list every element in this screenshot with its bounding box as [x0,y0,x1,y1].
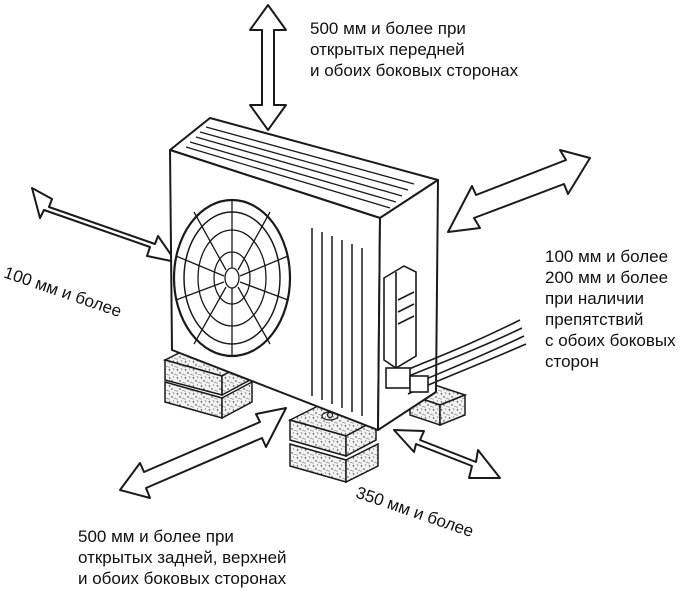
refrigerant-pipes [385,319,527,395]
bolt-icon [326,411,334,419]
label-line: 500 мм и более при [310,19,466,38]
label-line: 100 мм и более [545,247,669,266]
valve-cover [383,265,417,369]
top-clearance-arrow [249,4,287,131]
label-line: открытых задней, верхней [78,548,287,567]
outdoor-unit [169,117,439,431]
label-line: и обоих боковых сторонах [310,61,519,80]
front-clearance-arrow [393,429,501,479]
label-line: сторон [545,352,599,371]
label-line: 200 мм и более [545,268,669,287]
label-line: с обоих боковых [545,331,676,350]
label-line: открытых передней [310,40,465,59]
left-clearance-arrow [31,187,177,263]
label-line: 500 мм и более при [78,527,234,546]
rear-clearance-label: 500 мм и более при открытых задней, верх… [78,526,287,589]
label-line: препятствий [545,310,644,329]
fan-grille-icon [172,198,292,358]
right-clearance-label: 100 мм и более 200 мм и более при наличи… [545,246,676,372]
label-line: при наличии [545,289,644,308]
front-foam-block [287,404,379,484]
top-clearance-label: 500 мм и более при открытых передней и о… [310,18,518,81]
right-clearance-arrow [447,149,591,233]
rear-clearance-arrow [119,407,287,499]
label-line: и обоих боковых сторонах [78,569,287,588]
